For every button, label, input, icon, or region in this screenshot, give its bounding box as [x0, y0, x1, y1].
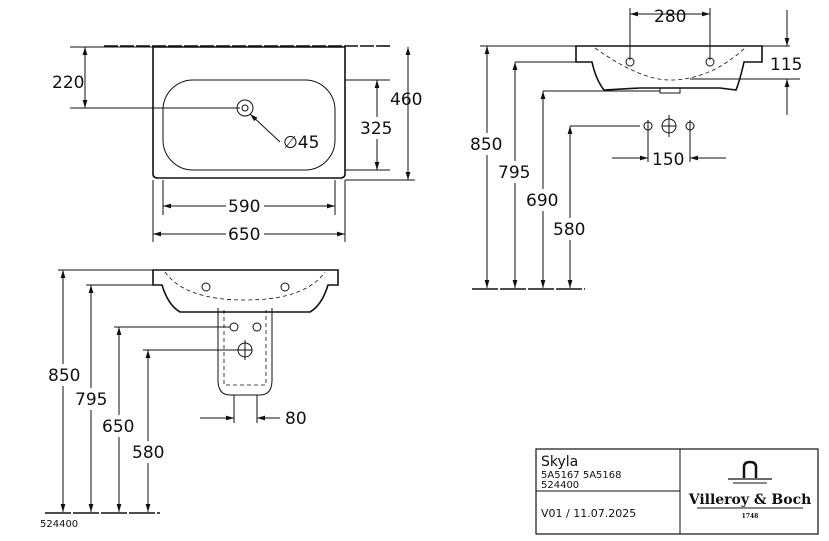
product-name: Skyla	[541, 454, 578, 470]
dim-580: 580	[553, 220, 585, 240]
dim-795-front: 795	[75, 390, 107, 410]
dim-280: 280	[654, 7, 686, 27]
dim-460: 460	[390, 90, 422, 110]
side-view: 850 795 690 580 280 115 150	[468, 7, 802, 290]
dim-850: 850	[470, 135, 502, 155]
version-date: V01 / 11.07.2025	[541, 507, 636, 520]
dim-690: 690	[526, 191, 558, 211]
dim-325: 325	[360, 119, 392, 139]
dim-580-front: 580	[132, 443, 164, 463]
article-numbers: 5A5167 5A5168	[541, 470, 621, 481]
pedestal-number: 524400	[541, 480, 579, 491]
dim-220: 220	[52, 73, 84, 93]
dim-795: 795	[498, 163, 530, 183]
dim-650-front: 650	[102, 417, 134, 437]
dim-650: 650	[228, 225, 260, 245]
drawing-code: 524400	[40, 519, 78, 530]
dim-150: 150	[652, 150, 684, 170]
title-block: Skyla 5A5167 5A5168 524400 V01 / 11.07.2…	[535, 448, 819, 535]
brand-name: Villeroy & Boch	[688, 492, 812, 508]
brand-year: 1748	[742, 513, 759, 520]
villeroy-boch-logo: Villeroy & Boch 1748	[688, 460, 812, 520]
dim-diameter-45: ∅45	[283, 133, 319, 153]
dim-850-front: 850	[48, 366, 80, 386]
dim-80: 80	[285, 409, 307, 429]
dim-115: 115	[770, 55, 802, 75]
front-view: 850 795 650 580 80 524400	[40, 269, 339, 530]
top-view: 220 460 325 ∅45 590 650	[48, 45, 422, 245]
dim-590: 590	[228, 197, 260, 217]
